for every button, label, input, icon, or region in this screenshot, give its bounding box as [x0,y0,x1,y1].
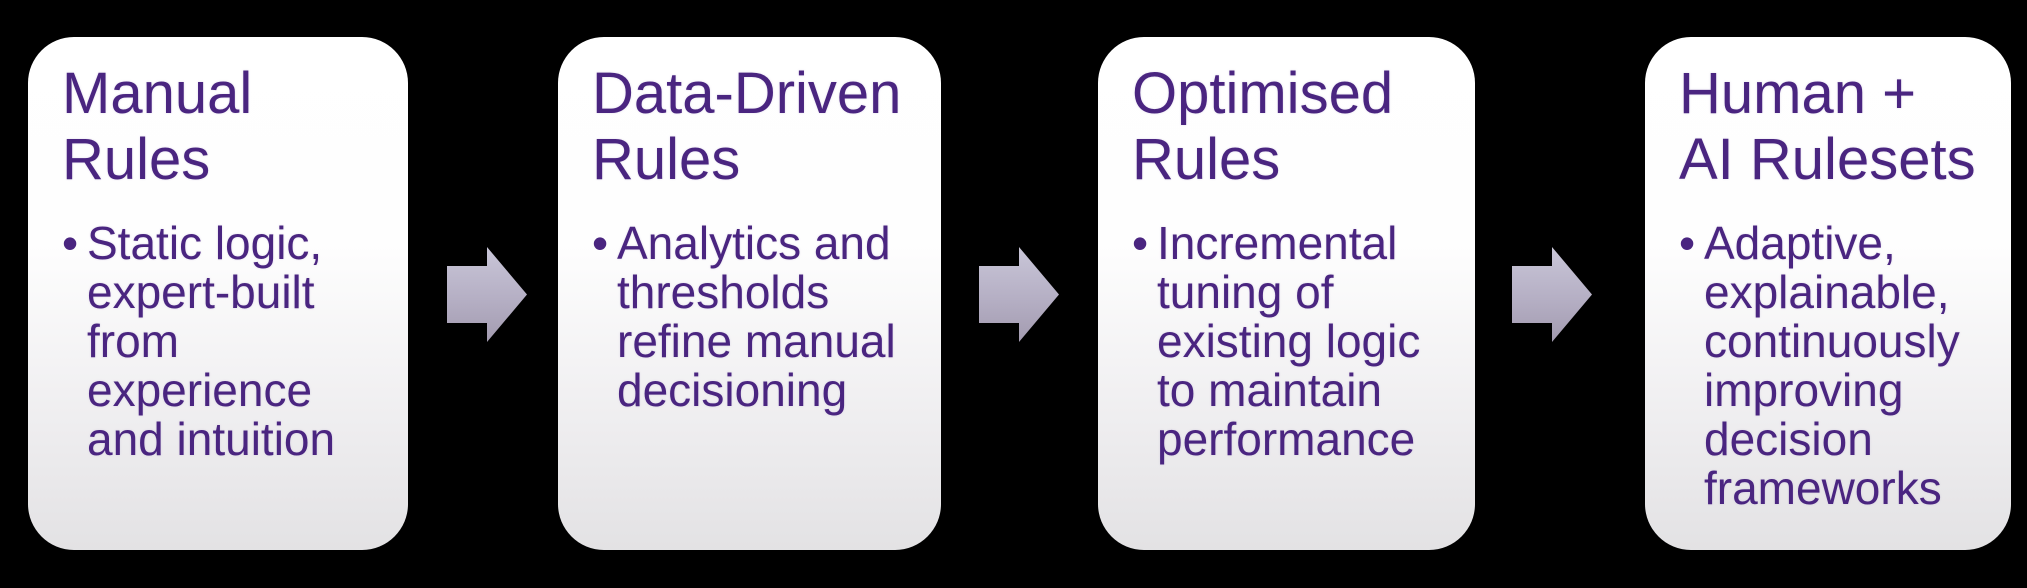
step-description: Adaptive, explainable, continuously impr… [1704,217,1960,514]
step-description: Incremental tuning of existing logic to … [1157,217,1421,465]
step-description: Analytics and thresholds refine manual d… [617,217,896,416]
arrow-right-icon [447,247,527,342]
bullet-item: • Static logic, expert-built from experi… [62,219,394,464]
bullet-marker: • [62,217,79,269]
arrow-right-icon [1512,247,1592,342]
bullet-marker: • [592,217,609,269]
step-title: Data-Driven Rules [592,61,902,192]
bullet-item: • Adaptive, explainable, continuously im… [1679,219,1997,513]
step-card-optimised-rules: Optimised Rules • Incremental tuning of … [1098,37,1475,550]
arrow-right-icon [979,247,1059,342]
bullet-item: • Incremental tuning of existing logic t… [1132,219,1461,464]
step-title: Human + AI Rulesets [1679,61,1976,192]
step-description: Static logic, expert-built from experien… [87,217,336,465]
bullet-item: • Analytics and thresholds refine manual… [592,219,927,415]
step-title: Manual Rules [62,61,253,192]
step-title: Optimised Rules [1132,61,1394,192]
step-card-human-ai-rulesets: Human + AI Rulesets • Adaptive, explaina… [1645,37,2011,550]
bullet-marker: • [1679,217,1696,269]
bullet-marker: • [1132,217,1149,269]
step-card-data-driven-rules: Data-Driven Rules • Analytics and thresh… [558,37,941,550]
step-card-manual-rules: Manual Rules • Static logic, expert-buil… [28,37,408,550]
